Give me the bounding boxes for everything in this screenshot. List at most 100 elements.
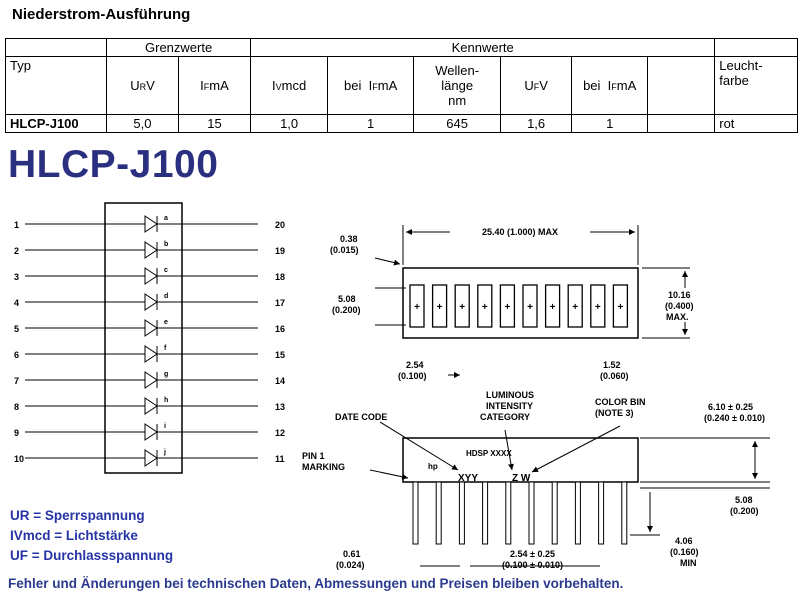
lead-pin [574, 481, 581, 545]
led-segment [612, 284, 629, 328]
lead-pin [528, 481, 535, 545]
cell-wavelength: 645 [413, 114, 502, 133]
lead-pin [435, 481, 442, 545]
segment-mark-icon: + [572, 302, 578, 313]
cell-iv: 1,0 [250, 114, 329, 133]
col-type: Typ [4, 56, 108, 115]
led-segment [499, 284, 516, 328]
lead-pin [621, 481, 628, 545]
top-view-body [402, 267, 639, 339]
hp-logo: hp [428, 462, 438, 471]
lead-width-label: 0.61(0.024) [336, 549, 365, 570]
pin-label: 5 [14, 324, 19, 334]
offset-dim-label: 0.38(0.015) [330, 234, 359, 255]
cell-color: rot [714, 114, 798, 133]
lead-pin [505, 481, 512, 545]
pin-label: 1 [14, 220, 19, 230]
segment-label: c [164, 267, 168, 274]
cell-ur: 5,0 [106, 114, 179, 133]
pin-label: 9 [14, 428, 19, 438]
led-diode-icon [144, 371, 158, 389]
pin-label: 18 [275, 272, 285, 282]
pin-label: 3 [14, 272, 19, 282]
segment-label: b [164, 241, 168, 248]
seg-height-label: 5.08(0.200) [332, 294, 361, 315]
led-segment [567, 284, 583, 328]
led-segment [454, 284, 470, 328]
segment-mark-icon: + [459, 302, 465, 313]
date-code-label: DATE CODE [335, 412, 387, 422]
segment-label: f [164, 345, 167, 352]
xyy-code: XYY [458, 473, 478, 484]
led-segment [544, 284, 561, 328]
col-uf: UFV [500, 56, 573, 115]
col-color: Leucht-farbe [714, 56, 798, 115]
side-thickness-label: 6.10 ± 0.25(0.240 ± 0.010) [704, 402, 765, 423]
col-if-uf: bei IFmA [571, 56, 649, 115]
led-diode-icon [144, 345, 158, 363]
color-bin-label: COLOR BIN(NOTE 3) [595, 397, 646, 418]
lead-pin [458, 481, 465, 545]
group-header-limits: Grenzwerte [106, 38, 252, 57]
legend: UR = Sperrspannung IVmcd = Lichtstärke U… [10, 506, 173, 566]
lead-pin [482, 481, 489, 545]
pin-label: 13 [275, 402, 285, 412]
led-segment [522, 284, 538, 328]
cell-type: HLCP-J100 [4, 114, 108, 133]
segment-mark-icon: + [550, 302, 556, 313]
led-segment [409, 284, 425, 328]
width-dim-label: 25.40 (1.000) MAX [482, 227, 558, 237]
lead-pin [598, 481, 605, 545]
led-segment [431, 284, 448, 328]
segment-label: d [164, 293, 168, 300]
led-diode-icon [144, 215, 158, 233]
seg-width-label: 1.52(0.060) [600, 360, 629, 381]
segment-label: e [164, 319, 168, 326]
hdsp-label: HDSP XXXX [466, 449, 512, 458]
package-dimension-drawing: ++++++++++ 25.40 (1.000) MAX 0.38(0.015)… [302, 225, 770, 570]
col-iv: IVmcd [250, 56, 329, 115]
table-row: HLCP-J100 5,0 15 1,0 1 645 1,6 1 rot [4, 114, 798, 133]
group-header-characteristics: Kennwerte [250, 38, 716, 57]
col-ur: URV [106, 56, 179, 115]
pin-label: 19 [275, 246, 285, 256]
spec-table: Grenzwerte Kennwerte Typ URV IFmA IVmcd … [4, 38, 798, 133]
pin-label: 8 [14, 402, 19, 412]
cell-uf: 1,6 [500, 114, 573, 133]
led-diode-icon [144, 241, 158, 259]
schematic-body [104, 202, 183, 474]
led-diode-icon [144, 267, 158, 285]
footer-disclaimer: Fehler und Änderungen bei technischen Da… [8, 576, 624, 591]
pin-label: 14 [275, 376, 285, 386]
legend-iv: IVmcd = Lichtstärke [10, 528, 138, 543]
part-number-heading: HLCP-J100 [8, 143, 219, 186]
segment-label: g [164, 371, 168, 378]
legend-uf: UF = Durchlassspannung [10, 548, 174, 563]
pin-label: 12 [275, 428, 285, 438]
segment-label: j [163, 449, 166, 456]
table-group-header-row: Grenzwerte Kennwerte [4, 38, 798, 57]
led-segment [590, 284, 606, 328]
segment-mark-icon: + [504, 302, 510, 313]
pin-label: 6 [14, 350, 19, 360]
segment-mark-icon: + [414, 302, 420, 313]
body-height-label: 5.08(0.200) [730, 495, 759, 516]
seg-pitch-label: 2.54(0.100) [398, 360, 427, 381]
segment-mark-icon: + [617, 302, 623, 313]
legend-ur: UR = Sperrspannung [10, 508, 145, 523]
segment-label: a [164, 215, 168, 222]
segment-mark-icon: + [437, 302, 443, 313]
side-view-body [402, 437, 639, 483]
col-if-max: IFmA [177, 56, 252, 115]
section-title: Niederstrom-Ausführung [12, 6, 191, 23]
pin-label: 15 [275, 350, 285, 360]
segment-label: h [164, 397, 168, 404]
pin-label: 11 [275, 454, 285, 464]
lead-pin [551, 481, 558, 545]
lead-length-label: 4.06(0.160)MIN [670, 536, 699, 568]
pin-label: 20 [275, 220, 285, 230]
